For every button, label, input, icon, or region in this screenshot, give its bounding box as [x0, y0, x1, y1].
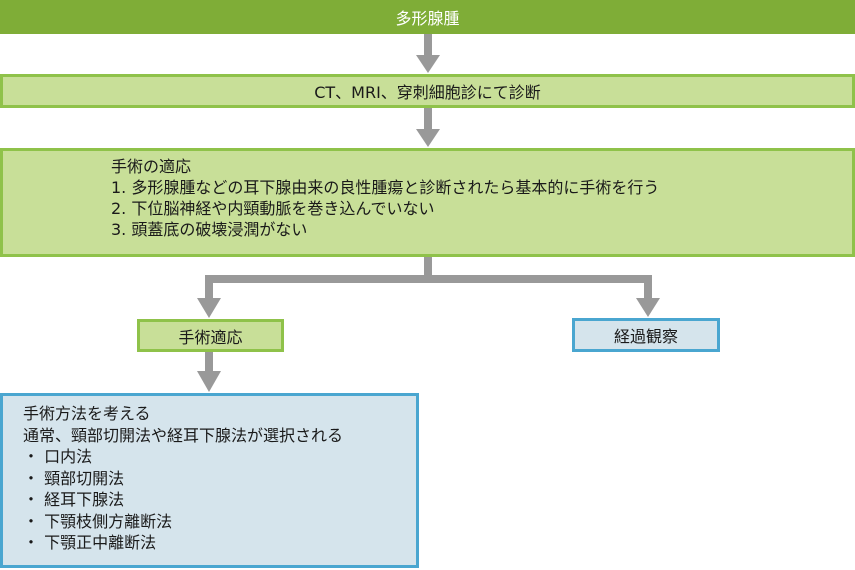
- title-bar: 多形腺腫: [0, 0, 855, 34]
- split-bar: [205, 275, 652, 283]
- arrow-1-shaft: [424, 34, 432, 56]
- observation-box: 経過観察: [572, 318, 720, 352]
- indication-item: 3. 頭蓋底の破壊浸潤がない: [111, 220, 308, 239]
- method-item: ・ 経耳下腺法: [23, 490, 125, 509]
- split-right-drop: [644, 275, 652, 299]
- indication-box: 手術の適応 1. 多形腺腫などの耳下腺由来の良性腫瘍と診断されたら基本的に手術を…: [0, 148, 855, 257]
- method-heading: 手術方法を考える: [23, 404, 151, 423]
- method-item: ・ 口内法: [23, 447, 93, 466]
- indication-item: 2. 下位脳神経や内頸動脈を巻き込んでいない: [111, 199, 435, 218]
- arrow-3-shaft: [205, 352, 213, 372]
- method-subheading: 通常、頸部切開法や経耳下腺法が選択される: [23, 425, 344, 445]
- arrow-2-shaft: [424, 108, 432, 130]
- arrow-1-head: [416, 55, 440, 73]
- split-left-head: [197, 298, 221, 318]
- arrow-2-head: [416, 129, 440, 147]
- method-item: ・ 頸部切開法: [23, 468, 125, 488]
- split-stem: [424, 257, 432, 283]
- diagnosis-text: CT、MRI、穿刺細胞診にて診断: [314, 83, 541, 102]
- observation-text: 経過観察: [613, 327, 678, 346]
- surgical-method-box: 手術方法を考える 通常、頸部切開法や経耳下腺法が選択される ・ 口内法 ・ 頸部…: [0, 393, 419, 568]
- surgery-indicated-text: 手術適応: [178, 327, 243, 347]
- arrow-3-head: [197, 371, 221, 392]
- surgery-indicated-box: 手術適応: [137, 319, 284, 352]
- diagnosis-box: CT、MRI、穿刺細胞診にて診断: [0, 74, 855, 108]
- indication-heading: 手術の適応: [111, 157, 192, 176]
- method-item: ・ 下顎正中離断法: [23, 533, 157, 552]
- method-item: ・ 下顎枝側方離断法: [23, 511, 173, 531]
- split-right-head: [636, 298, 660, 317]
- indication-item: 1. 多形腺腫などの耳下腺由来の良性腫瘍と診断されたら基本的に手術を行う: [111, 178, 660, 197]
- title-text: 多形腺腫: [395, 9, 460, 28]
- split-left-drop: [205, 275, 213, 299]
